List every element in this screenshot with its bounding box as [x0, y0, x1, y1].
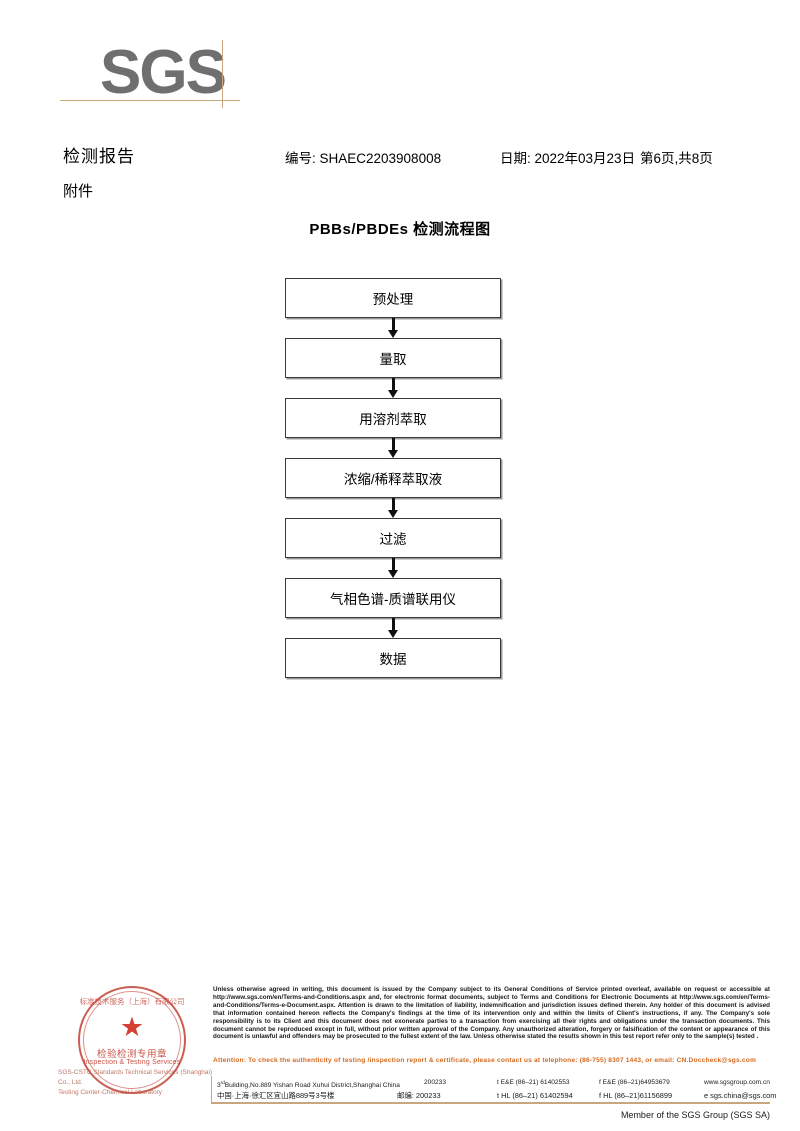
address-ordinal-suffix: rd [220, 1080, 225, 1085]
flow-step-5: 过滤 [285, 518, 501, 558]
seal-arc-text: 标准技术服务（上海）有限公司 [79, 997, 185, 1006]
page-title: 检测报告 [63, 147, 135, 166]
flowchart-title: PBBs/PBDEs 检测流程图 [309, 221, 491, 238]
footer-divider [211, 1102, 770, 1104]
flow-step-label: 量取 [379, 352, 407, 367]
seal-outer-ring [78, 986, 186, 1094]
logo-horizontal-rule [60, 100, 240, 101]
address-row-cn: 中国·上海·徐汇区宜山路889号3号楼 邮编: 200233 t HL (86–… [212, 1089, 776, 1102]
phone-ee-fax: f E&E (86–21)64953679 [599, 1079, 670, 1086]
arrow-shaft [391, 498, 395, 512]
flow-arrow-3 [285, 438, 501, 458]
postcode-en: 200233 [424, 1079, 447, 1086]
arrow-shaft [391, 318, 395, 332]
flow-step-label: 数据 [379, 652, 407, 667]
arrow-head-icon [388, 330, 398, 338]
seal-caption-line-1: SGS-CSTC Standards Technical Services (S… [58, 1069, 213, 1086]
page-number: 第6页,共8页 [640, 151, 713, 166]
flow-arrow-6 [285, 618, 501, 638]
website-link[interactable]: www.sgsgroup.com.cn [704, 1079, 770, 1086]
sgs-logo: SGS [60, 38, 260, 120]
arrow-head-icon [388, 390, 398, 398]
arrow-head-icon [388, 630, 398, 638]
sgs-logo-text: SGS [100, 38, 227, 107]
flow-step-label: 气相色谱-质谱联用仪 [330, 592, 456, 607]
flow-step-label: 过滤 [379, 532, 407, 547]
address-row-en: 3rdBuilding,No.889 Yishan Road Xuhui Dis… [212, 1076, 770, 1089]
seal-caption-line-2: Testing Center-Chemical Laboratory [58, 1089, 163, 1096]
flow-step-1: 预处理 [285, 278, 501, 318]
flow-step-label: 预处理 [372, 292, 414, 307]
seal-caption: SGS-CSTC Standards Technical Services (S… [58, 1068, 218, 1098]
address-en-text: Building,No.889 Yishan Road Xuhui Distri… [224, 1082, 400, 1090]
logo-vertical-rule [222, 40, 223, 108]
arrow-shaft [391, 438, 395, 452]
member-notice: Member of the SGS Group (SGS SA) [620, 1110, 770, 1120]
postcode-cn: 邮编: 200233 [397, 1091, 441, 1100]
arrow-head-icon [388, 570, 398, 578]
arrow-shaft [391, 558, 395, 572]
flow-step-2: 量取 [285, 338, 501, 378]
seal-chinese-text: 检验检测专用章 [96, 1049, 167, 1060]
flowchart: 预处理 量取 用溶剂萃取 浓缩/稀释萃取液 过滤 [285, 278, 503, 678]
flow-arrow-1 [285, 318, 501, 338]
address-cn: 中国·上海·徐汇区宜山路889号3号楼 [217, 1091, 335, 1100]
seal-inner-ring [83, 991, 181, 1089]
attention-notice[interactable]: Attention: To check the authenticity of … [213, 1057, 757, 1064]
phone-hl-fax: f HL (86–21)61156899 [599, 1091, 673, 1100]
email-link[interactable]: e sgs.china@sgs.com [704, 1091, 777, 1100]
phone-ee-tel: t E&E (86–21) 61402553 [497, 1079, 570, 1086]
flow-arrow-4 [285, 498, 501, 518]
flow-step-4: 浓缩/稀释萃取液 [285, 458, 501, 498]
official-seal-stamp: 标准技术服务（上海）有限公司 ★ 检验检测专用章 Inspection & Te… [78, 986, 186, 1094]
report-date: 日期: 2022年03月23日 [500, 151, 636, 166]
legal-disclaimer-text: Unless otherwise agreed in writing, this… [213, 986, 770, 1041]
arrow-shaft [391, 618, 395, 632]
page-subtitle: 附件 [63, 183, 94, 200]
star-icon: ★ [119, 1012, 145, 1042]
flow-step-3: 用溶剂萃取 [285, 398, 501, 438]
phone-hl-tel: t HL (86–21) 61402594 [497, 1091, 573, 1100]
flow-step-label: 浓缩/稀释萃取液 [343, 472, 443, 487]
seal-english-text: Inspection & Testing Services [83, 1059, 181, 1066]
address-block: 3rdBuilding,No.889 Yishan Road Xuhui Dis… [211, 1076, 776, 1102]
flow-arrow-2 [285, 378, 501, 398]
report-number: 编号: SHAEC2203908008 [285, 151, 442, 166]
flow-arrow-5 [285, 558, 501, 578]
address-en: 3rdBuilding,No.889 Yishan Road Xuhui Dis… [217, 1080, 400, 1090]
flow-step-7: 数据 [285, 638, 501, 678]
arrow-shaft [391, 378, 395, 392]
arrow-head-icon [388, 510, 398, 518]
flow-step-6: 气相色谱-质谱联用仪 [285, 578, 501, 618]
flow-step-label: 用溶剂萃取 [359, 412, 427, 427]
arrow-head-icon [388, 450, 398, 458]
